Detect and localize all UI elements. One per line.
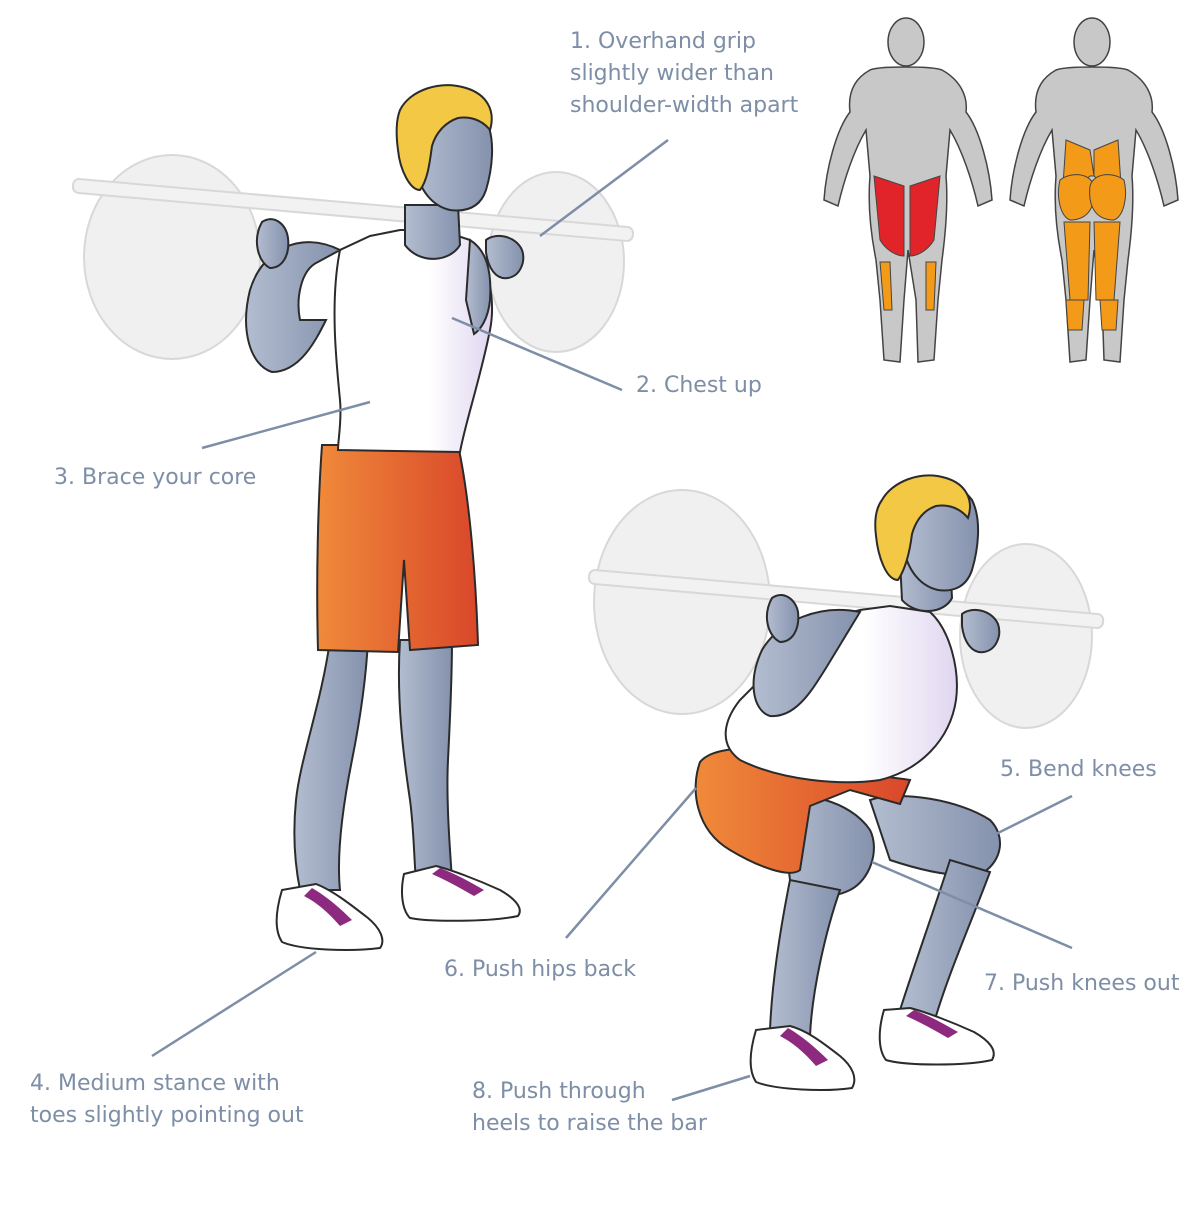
label-step8-line1: 8. Push through [472, 1079, 646, 1104]
label-step4: 4. Medium stance with toes slightly poin… [30, 1068, 304, 1132]
label-step7: 7. Push knees out [984, 971, 1180, 996]
label-step1: 1. Overhand grip slightly wider than sho… [570, 26, 798, 122]
label-step4-line2: toes slightly pointing out [30, 1103, 304, 1128]
label-step6: 6. Push hips back [444, 957, 636, 982]
muscle-map [823, 17, 1179, 363]
standing-figure [71, 84, 635, 951]
muscle-map-back [1009, 17, 1179, 363]
standing-barbell [71, 154, 635, 360]
leader-line-step4 [151, 950, 317, 1058]
label-step3: 3. Brace your core [54, 465, 257, 490]
leader-line-step1 [539, 139, 669, 237]
leader-line-step7 [871, 860, 1073, 950]
leader-lines [151, 139, 1073, 1102]
label-step4-line1: 4. Medium stance with [30, 1071, 280, 1096]
leader-line-step6 [565, 787, 697, 939]
label-step1-line2: slightly wider than [570, 61, 774, 86]
label-step1-line1: 1. Overhand grip [570, 29, 756, 54]
label-step8-line2: heels to raise the bar [472, 1111, 707, 1136]
muscle-map-front [823, 17, 993, 363]
leader-line-step8 [671, 1074, 751, 1102]
label-step1-line3: shoulder-width apart [570, 93, 799, 118]
label-step8: 8. Push through heels to raise the bar [472, 1076, 707, 1140]
label-step5: 5. Bend knees [1000, 757, 1157, 782]
label-step2: 2. Chest up [636, 373, 762, 398]
squatting-figure [587, 474, 1105, 1091]
leader-line-step3 [201, 400, 371, 450]
leader-line-step2 [451, 316, 623, 392]
leader-line-step5 [995, 794, 1073, 836]
squatting-barbell [587, 489, 1105, 729]
